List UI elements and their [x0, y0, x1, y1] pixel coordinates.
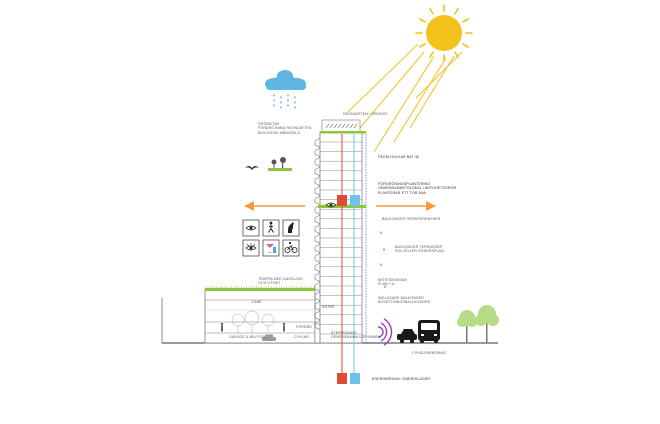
- rain-cloud-icon: [265, 70, 306, 109]
- lobby-label: ENTRÉ: [322, 305, 335, 309]
- bat-nests-label: FÅGELHOLKAR BAT 40: [378, 155, 420, 159]
- bicycle-icon: [282, 239, 300, 257]
- glazed-balcony-line-1: INGLASADE BALKONGER: [378, 296, 424, 300]
- bikes-label: CYKLAR: [294, 335, 309, 339]
- rooftop-garden-label: FÖRGRÖNINGSPLANTERING GEMENSAMHETSLOKAL …: [378, 182, 456, 195]
- sunlight-rays: [347, 43, 463, 153]
- recycling-line-1: ÅTERVINNING: [331, 331, 357, 335]
- rooftop-garden-line-3: PLANTERAR ETT TOR ANA: [378, 190, 427, 195]
- wind-arrow-right: [376, 201, 436, 211]
- bus-icon: [418, 320, 440, 343]
- bird-icon: [245, 166, 259, 170]
- wind-arrow-left: [244, 201, 305, 211]
- street-trees: [457, 305, 499, 343]
- view-eye-icon: [325, 202, 337, 208]
- meeting-level-label: MÖTESBOENDE PLAN 7-8: [378, 278, 407, 287]
- glazed-balcony-line-2: BOSÄTTNINGSBALLKONGER: [378, 300, 431, 305]
- green-roof-line-2: FÖRDRÖJNING REGNVATTEN: [258, 126, 312, 131]
- cocktail-icon: [262, 239, 280, 257]
- eye-icon: [242, 239, 260, 257]
- balcony-greenery-label: BALKONGER GRÖNTERRASSER: [382, 217, 441, 221]
- rooftop-garden-line-1: FÖRGRÖNINGSPLANTERING: [378, 182, 431, 186]
- balcony-terrace-label: BALKONGER TERRASSER SOLCELLER SÖDERSPLAN: [395, 245, 444, 254]
- tower-building: [314, 119, 367, 344]
- stair-line-1: TRAPPA MED DAGSLJUS: [258, 277, 303, 281]
- people-figures: [220, 322, 286, 332]
- bike-parking-label: CYKELPARKERING: [412, 351, 447, 355]
- rooftop-garden-icon: [268, 157, 292, 171]
- balcony-terrace-line-1: BALKONGER TERRASSER: [395, 245, 443, 249]
- meeting-level-line-1: MÖTESBOENDE: [378, 278, 408, 282]
- horse-icon: [282, 219, 300, 237]
- stair-label: TRAPPA MED DAGSLJUS OCH UTSIKT: [258, 277, 303, 286]
- walking-person-icon: [262, 219, 280, 237]
- green-roof-line-3: BIOLOGISK MÅNGFALD: [258, 130, 301, 135]
- wifi-signal-icon: [377, 318, 393, 346]
- garage-label: GARAGE & BILPOOL: [229, 335, 266, 339]
- recycling-line-2: GEMENSAMMA UTRYMMEN: [331, 335, 381, 340]
- stair-line-2: OCH UTSIKT: [258, 281, 281, 286]
- activity-icon-grid: [242, 219, 300, 257]
- roof-top-label: REGNVATTEN / SENSOR: [343, 112, 388, 116]
- recycling-label: ÅTERVINNING GEMENSAMMA UTRYMMEN: [331, 331, 381, 340]
- balcony-terrace-line-2: SOLCELLER SÖDERSPLAN: [395, 249, 444, 254]
- energy-ducts: [337, 134, 360, 384]
- car-icon: [262, 334, 276, 341]
- sun-icon: [415, 4, 473, 62]
- podium-top-label: LANE: [252, 300, 262, 304]
- glazed-balcony-label: INGLASADE BALKONGER BOSÄTTNINGSBALLKONGE…: [378, 296, 430, 305]
- green-roof-label: GRÖNA TAK FÖRDRÖJNING REGNVATTEN BIOLOGI…: [258, 122, 312, 135]
- rooftop-garden-line-2: GEMENSAMHETSLOKAL I ARTOHETSGROR: [378, 186, 457, 191]
- balcony-water-drops: [380, 231, 386, 288]
- eye-icon: [242, 219, 260, 237]
- storage-label: FÖRRÅD: [296, 325, 312, 329]
- meeting-level-line-2: PLAN 7-8: [378, 282, 395, 287]
- green-roof-line-1: GRÖNA TAK: [258, 122, 280, 126]
- energy-well-label: ENERGIBRUNN / ENERGILAGER: [372, 377, 431, 381]
- courtyard-trees: [231, 310, 275, 333]
- car-icon: [397, 329, 417, 343]
